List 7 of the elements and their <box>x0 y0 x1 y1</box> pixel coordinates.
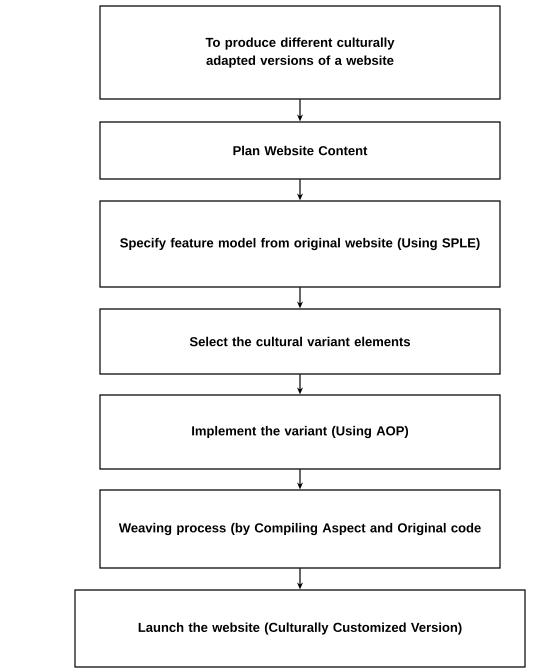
process-box: Select the cultural variant elements <box>99 308 501 375</box>
process-box: Launch the website (Culturally Customized Version) <box>74 589 526 668</box>
process-box: To produce different culturally adapted versions of a website <box>99 5 501 100</box>
process-box: Plan Website Content <box>99 121 501 180</box>
process-box: Implement the variant (Using AOP) <box>99 394 501 470</box>
process-box: Specify feature model from original website (Using SPLE) <box>99 200 501 288</box>
process-box: Weaving process (by Compiling Aspect and Original code <box>99 489 501 569</box>
